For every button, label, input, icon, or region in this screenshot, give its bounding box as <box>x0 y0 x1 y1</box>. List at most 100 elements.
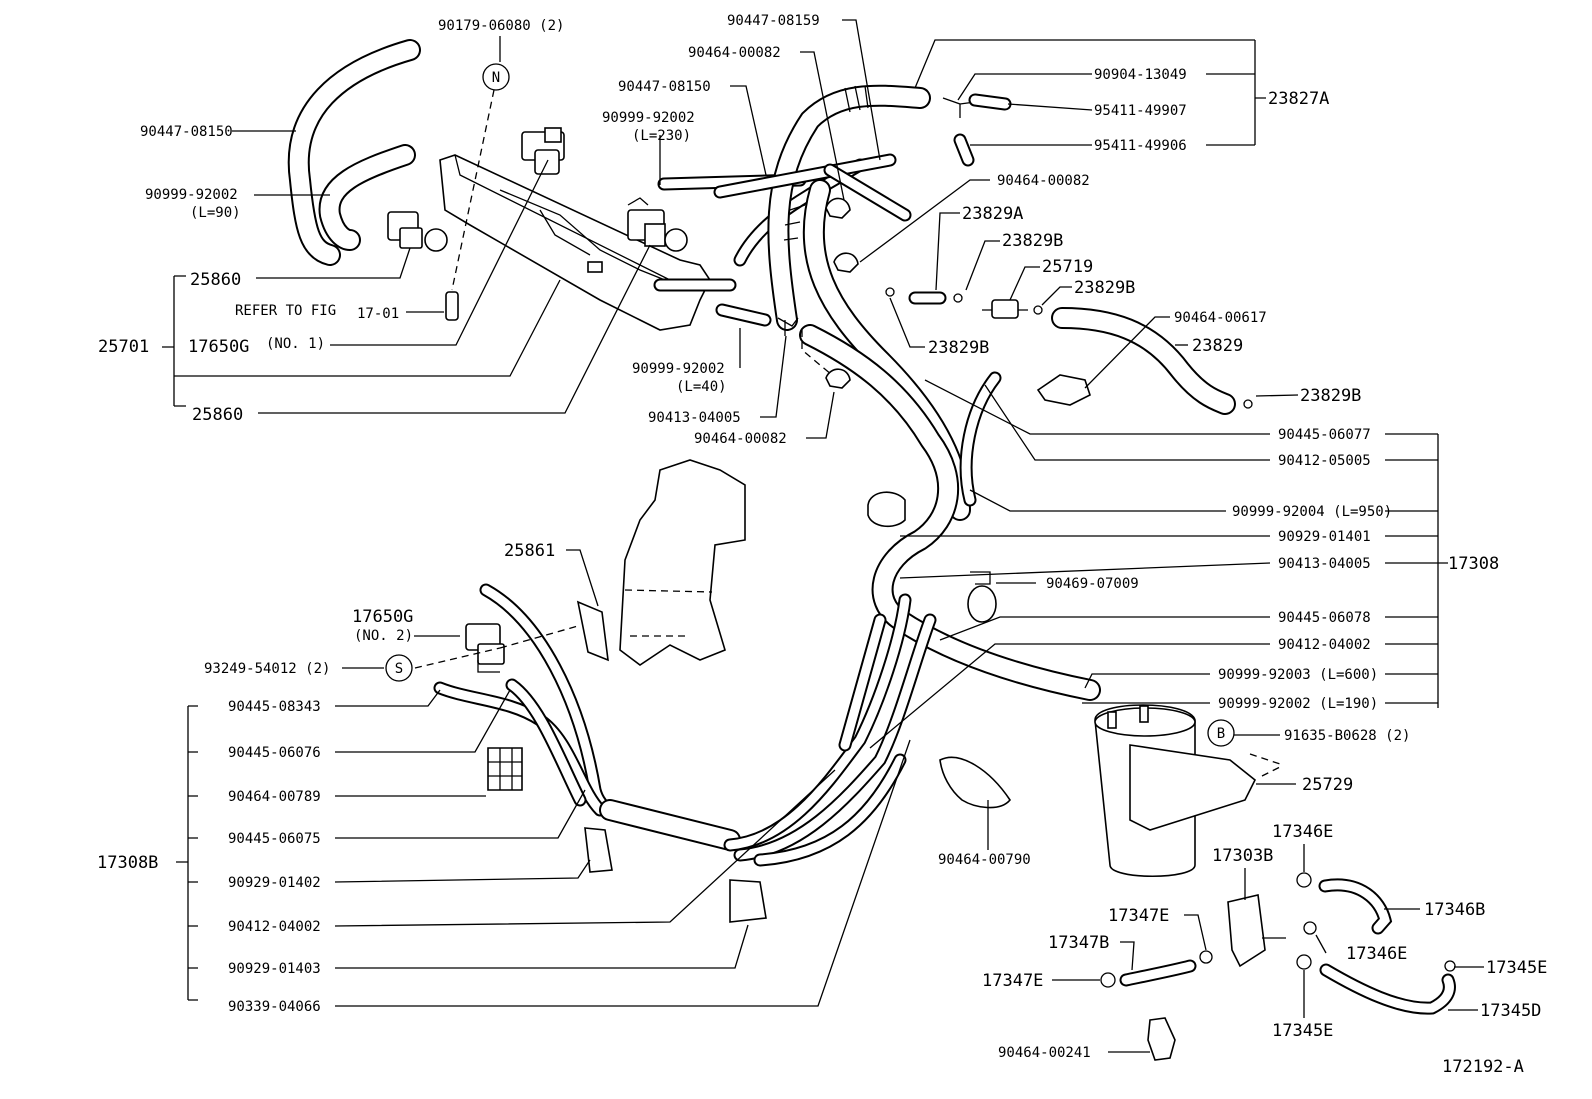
label-90445-06075: 90445-06075 <box>228 831 321 847</box>
clamp-90464-00789 <box>487 747 523 791</box>
label-90469-07009: 90469-07009 <box>1046 576 1139 592</box>
label-17346e-mid: 17346E <box>1346 944 1407 964</box>
label-23829: 23829 <box>1192 336 1243 356</box>
label-25860-bottom: 25860 <box>192 405 243 425</box>
hose-sleeve-lower <box>599 799 741 851</box>
hose-90447-08159 <box>767 84 931 331</box>
clamp-90929-01402 <box>584 827 613 873</box>
label-93249-54012: 93249-54012 (2) <box>204 661 330 677</box>
label-91635-b0628: 91635-B0628 (2) <box>1284 728 1410 744</box>
label-17346e-top: 17346E <box>1272 822 1333 842</box>
valve-body-center <box>619 459 746 666</box>
label-17308: 17308 <box>1448 554 1499 574</box>
label-90447-08159: 90447-08159 <box>727 13 820 29</box>
svg-text:S: S <box>395 661 403 677</box>
label-l230: (L=230) <box>632 128 691 144</box>
clamp-90929-01401 <box>867 491 906 528</box>
label-90999-92002-left: 90999-92002 <box>145 187 238 203</box>
label-25719: 25719 <box>1042 257 1093 277</box>
leader-lines <box>162 19 1484 1053</box>
hose-90447-08150-left <box>287 39 421 266</box>
hose-90999-92002-l40 <box>715 303 799 336</box>
circle-mark-s: S <box>385 654 413 682</box>
label-90464-00082-right: 90464-00082 <box>997 173 1090 189</box>
svg-text:B: B <box>1217 726 1225 742</box>
label-90464-00790: 90464-00790 <box>938 852 1031 868</box>
band-90464-00790 <box>939 756 1011 809</box>
fitting-17-01 <box>445 291 459 321</box>
grommet-90469-07009 <box>967 571 997 623</box>
label-17650g-no1: 17650G <box>188 337 249 357</box>
clip-17347e-top <box>1199 950 1213 964</box>
label-90445-06078: 90445-06078 <box>1278 610 1371 626</box>
canister-25729 <box>1094 704 1257 877</box>
label-no2: (NO. 2) <box>354 628 413 644</box>
label-90929-01403: 90929-01403 <box>228 961 321 977</box>
vsv-17650g-no1 <box>521 127 565 175</box>
hose-23829 <box>1051 307 1236 415</box>
label-17347e-bot: 17347E <box>982 971 1043 991</box>
label-23829a: 23829A <box>962 204 1023 224</box>
label-17345e-b: 17345E <box>1272 1021 1333 1041</box>
label-90464-00617: 90464-00617 <box>1174 310 1267 326</box>
svg-text:N: N <box>492 70 500 86</box>
label-90339-04066: 90339-04066 <box>228 999 321 1015</box>
label-25729: 25729 <box>1302 775 1353 795</box>
label-no1: (NO. 1) <box>266 336 325 352</box>
label-90929-01401: 90929-01401 <box>1278 529 1371 545</box>
label-95411-49906: 95411-49906 <box>1094 138 1187 154</box>
figure-id: 172192-A <box>1442 1057 1524 1077</box>
circle-mark-n: N <box>482 63 510 91</box>
label-90447-08150-left: 90447-08150 <box>140 124 233 140</box>
label-90464-00082-top: 90464-00082 <box>688 45 781 61</box>
label-25861: 25861 <box>504 541 555 561</box>
clip-17346e-mid <box>1303 921 1317 935</box>
label-90904-13049: 90904-13049 <box>1094 67 1187 83</box>
label-90999-92004: 90999-92004 (L=950) <box>1232 504 1392 520</box>
clip-90464-00241 <box>1147 1017 1176 1061</box>
label-90445-06076: 90445-06076 <box>228 745 321 761</box>
clamp-90464-00082-a <box>825 197 851 219</box>
tee-90904-13049 <box>942 93 1012 167</box>
label-90413-04005-top: 90413-04005 <box>648 410 741 426</box>
bracket-25861 <box>576 600 609 662</box>
hose-90999-92002-left <box>318 144 416 251</box>
clamp-90464-00082-b <box>833 252 859 273</box>
label-95411-49907: 95411-49907 <box>1094 103 1187 119</box>
hose-cross-top <box>713 153 912 222</box>
hose-17347b <box>1119 959 1197 987</box>
label-23827a: 23827A <box>1268 89 1329 109</box>
vsv-valve-25860-top <box>387 211 448 252</box>
label-90464-00789: 90464-00789 <box>228 789 321 805</box>
label-17650g-no2: 17650G <box>352 607 413 627</box>
clip-17345e-r <box>1444 960 1456 972</box>
label-90447-08150-mid: 90447-08150 <box>618 79 711 95</box>
label-17345e-r: 17345E <box>1486 958 1547 978</box>
label-refer: REFER TO FIG <box>235 303 336 319</box>
clip-23829b-set <box>885 287 1253 409</box>
label-90412-05005: 90412-05005 <box>1278 453 1371 469</box>
label-l90: (L=90) <box>190 205 241 221</box>
label-90412-04002-r: 90412-04002 <box>1278 637 1371 653</box>
label-90445-06077: 90445-06077 <box>1278 427 1371 443</box>
label-90999-92002-mid: 90999-92002 <box>602 110 695 126</box>
label-90929-01402: 90929-01402 <box>228 875 321 891</box>
label-17347b: 17347B <box>1048 933 1109 953</box>
vsv-17650g-no2 <box>465 623 505 673</box>
label-90413-04005: 90413-04005 <box>1278 556 1371 572</box>
label-23829b-2: 23829B <box>1074 278 1135 298</box>
clamp-90464-00082-c <box>825 368 851 389</box>
bracket-25701 <box>439 154 737 331</box>
label-23829b-4: 23829B <box>928 338 989 358</box>
label-90464-00082-low: 90464-00082 <box>694 431 787 447</box>
label-90464-00241: 90464-00241 <box>998 1045 1091 1061</box>
hose-90999-92004 <box>799 179 1101 701</box>
dash-lines-canister <box>1249 753 1283 777</box>
vsv-17303b <box>1227 894 1286 968</box>
label-90999-92002-l40: 90999-92002 <box>632 361 725 377</box>
clip-17347e-bot <box>1100 972 1116 988</box>
clip-17346e-top <box>1296 872 1312 888</box>
label-17347e-top: 17347E <box>1108 906 1169 926</box>
label-25701: 25701 <box>98 337 149 357</box>
